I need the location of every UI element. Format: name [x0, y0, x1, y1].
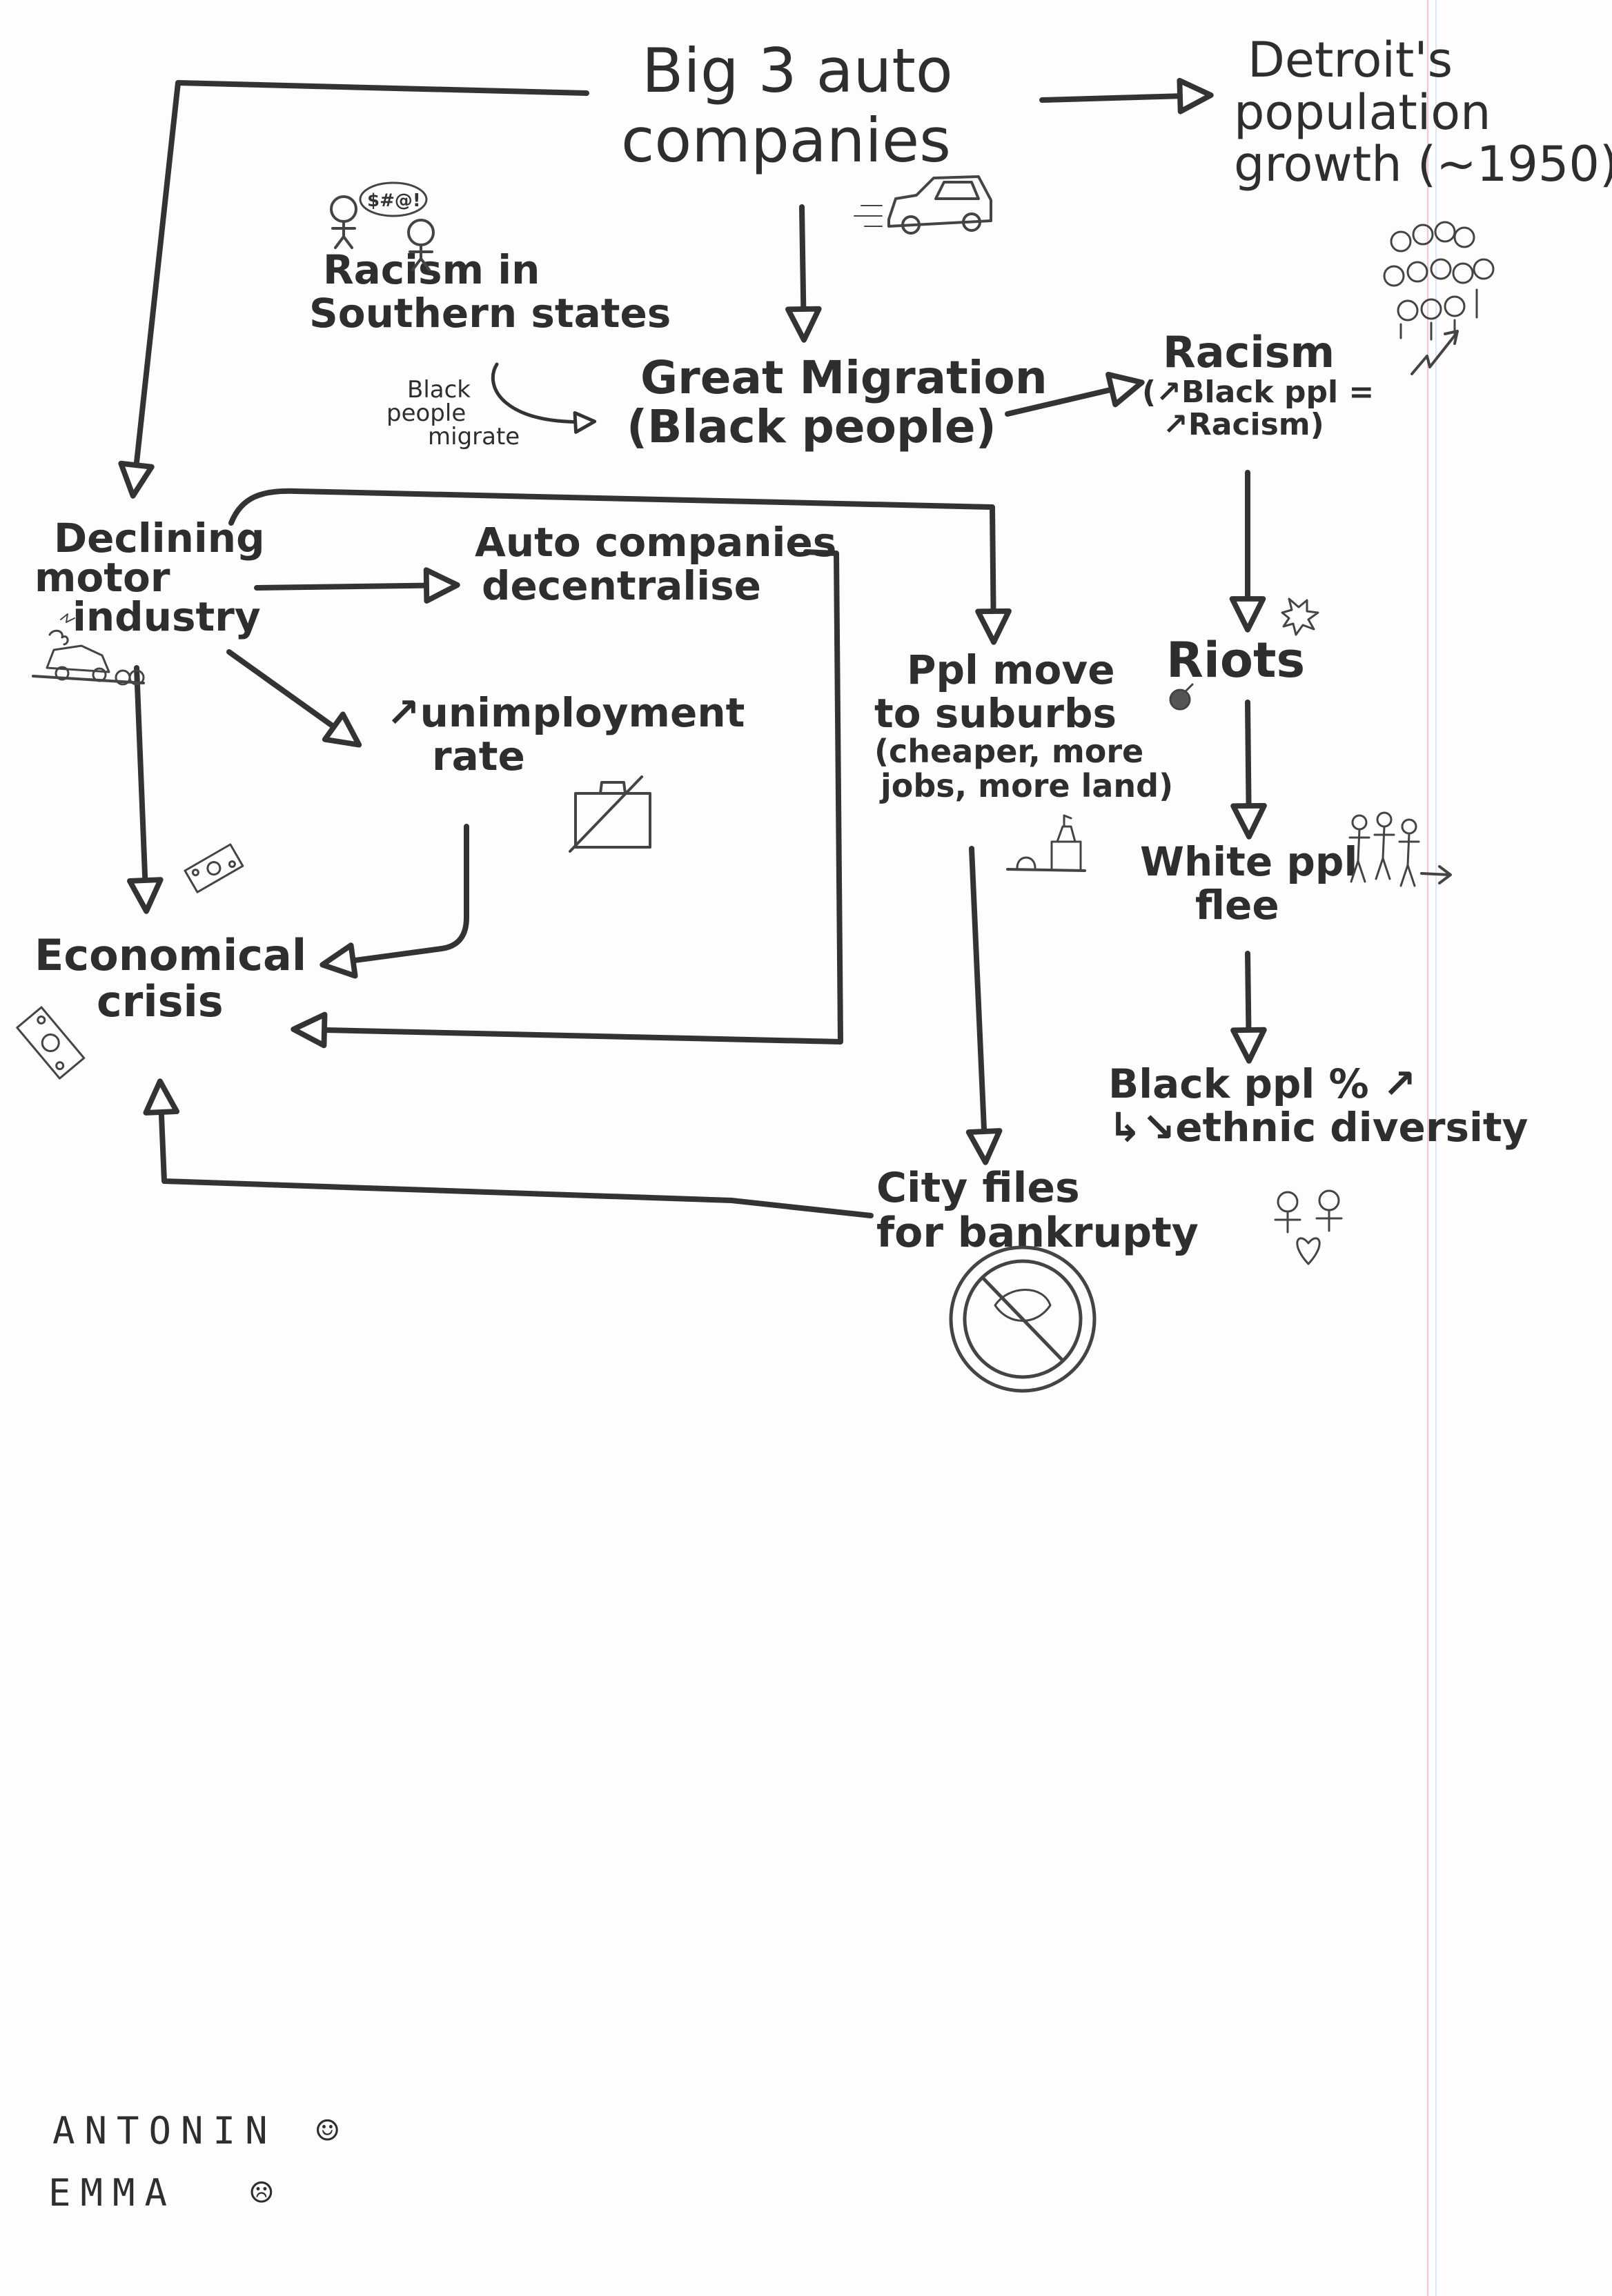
- no-entry-sign-icon: [949, 1245, 1097, 1393]
- broken-car-icon: [32, 613, 145, 686]
- arrow-unemployment-to-crisis: [320, 824, 469, 979]
- svg-text:$#@!: $#@!: [367, 190, 421, 211]
- angry-people-icon: $#@!: [330, 181, 435, 271]
- arrow-white-flee-to-black-pct: [1230, 951, 1267, 1064]
- node-black-people-migrate: Black people migrate: [386, 376, 520, 451]
- node-declining-industry: Declining motor industry: [35, 515, 265, 640]
- arrow-big3-to-migration: [785, 204, 822, 343]
- node-white-flee: White ppl flee: [1140, 838, 1358, 929]
- arrow-decentralise-to-crisis: [291, 549, 843, 1049]
- node-population: Detroit's population growth (~1950): [1234, 32, 1612, 193]
- arrow-big3-to-population: [1039, 77, 1214, 115]
- car-icon: [854, 175, 992, 235]
- crossed-briefcase-icon: [569, 775, 651, 853]
- paper-margin-line-2: [1435, 0, 1437, 2296]
- arrow-black-people-migrate: [491, 362, 597, 434]
- arrow-suburbs-to-bankrupt: [965, 846, 1003, 1165]
- explosion-icon: [1281, 597, 1319, 636]
- arrow-bankrupt-to-crisis: [143, 1078, 874, 1218]
- arrow-migration-to-racism: [1005, 371, 1145, 417]
- node-unemployment: ↗unimployment rate: [386, 689, 745, 780]
- money-icon: [16, 843, 244, 1080]
- suburban-house-icon: [1006, 814, 1086, 872]
- arrow-riots-to-white-flee: [1230, 700, 1267, 840]
- node-economic-crisis: Economical crisis: [35, 930, 307, 1027]
- signature-antonin: ANTONIN ☺: [52, 2109, 348, 2152]
- bomb-icon: [1169, 683, 1194, 711]
- node-black-pct: Black ppl % ↗ ↳↘ethnic diversity: [1108, 1060, 1529, 1151]
- paper-margin-line: [1427, 0, 1428, 2296]
- node-bankrupt: City files for bankrupty: [876, 1164, 1199, 1257]
- node-southern-racism: Racism in Southern states: [309, 246, 671, 337]
- people-heart-icon: [1274, 1189, 1343, 1265]
- node-decentralise: Auto companies decentralise: [475, 519, 837, 609]
- signature-emma: EMMA ☹: [48, 2171, 283, 2215]
- arrow-declining-to-unemployment: [226, 649, 362, 748]
- fleeing-people-icon: [1348, 811, 1452, 887]
- node-big3: Big 3 auto companies: [621, 35, 953, 177]
- arrow-declining-to-suburbs: [228, 488, 1012, 645]
- crowd-growth-icon: [1383, 221, 1495, 375]
- node-racism: Racism (↗Black ppl = ↗Racism): [1142, 327, 1375, 443]
- arrow-big3-to-declining: [118, 80, 589, 499]
- node-suburbs: Ppl move to suburbs (cheaper, more jobs,…: [874, 646, 1174, 804]
- node-riots: Riots: [1166, 632, 1306, 689]
- arrow-declining-to-crisis: [127, 665, 164, 914]
- node-great-migration: Great Migration (Black people): [627, 351, 1048, 454]
- arrow-declining-to-decentralise: [254, 567, 460, 604]
